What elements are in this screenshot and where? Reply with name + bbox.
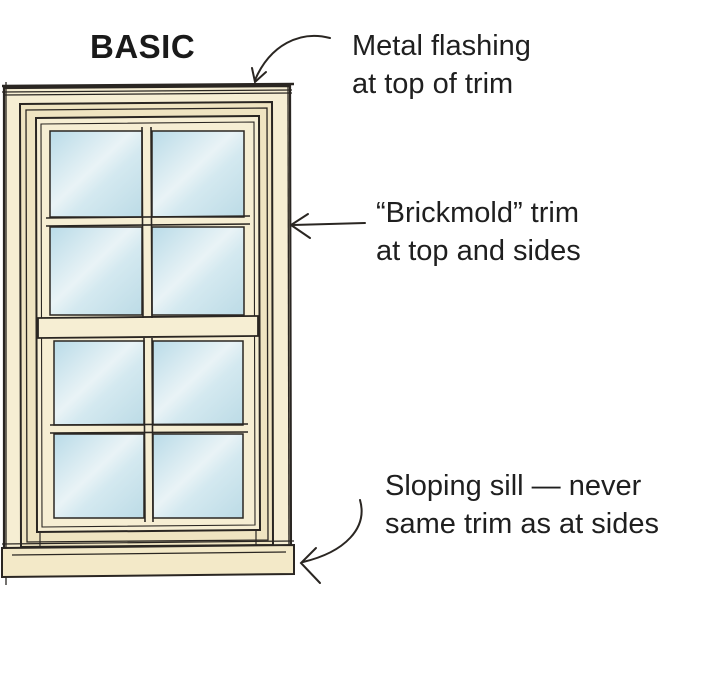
callout-metal-flashing: Metal flashing at top of trim [352, 27, 531, 103]
upper-sash-glass [45, 126, 251, 319]
sash-frame [34, 114, 262, 534]
metal-flashing [1, 82, 295, 96]
glass-pane [49, 130, 143, 218]
callout-brickmold-trim: “Brickmold” trim at top and sides [376, 194, 581, 270]
glass-pane [53, 340, 145, 426]
glass-pane [53, 433, 145, 519]
callout-line: Metal flashing [352, 30, 531, 62]
callout-line: at top and sides [376, 235, 581, 267]
callout-line: “Brickmold” trim [376, 197, 579, 229]
glass-pane [151, 226, 245, 316]
callout-line: same trim as at sides [385, 508, 659, 540]
arrow-flashing [251, 34, 331, 84]
diagram-title: BASIC [90, 28, 196, 65]
glass-pane [151, 130, 245, 218]
glass-pane [152, 340, 244, 426]
arrow-brickmold [289, 213, 366, 239]
callout-line: at top of trim [352, 68, 514, 100]
sloping-sill [1, 531, 295, 579]
callout-line: Sloping sill — never [385, 470, 642, 502]
callout-sloping-sill: Sloping sill — never same trim as at sid… [385, 467, 659, 543]
lower-sash-glass [49, 337, 249, 523]
arrow-sill [299, 499, 363, 584]
glass-pane [49, 226, 143, 316]
glass-pane [152, 433, 244, 519]
